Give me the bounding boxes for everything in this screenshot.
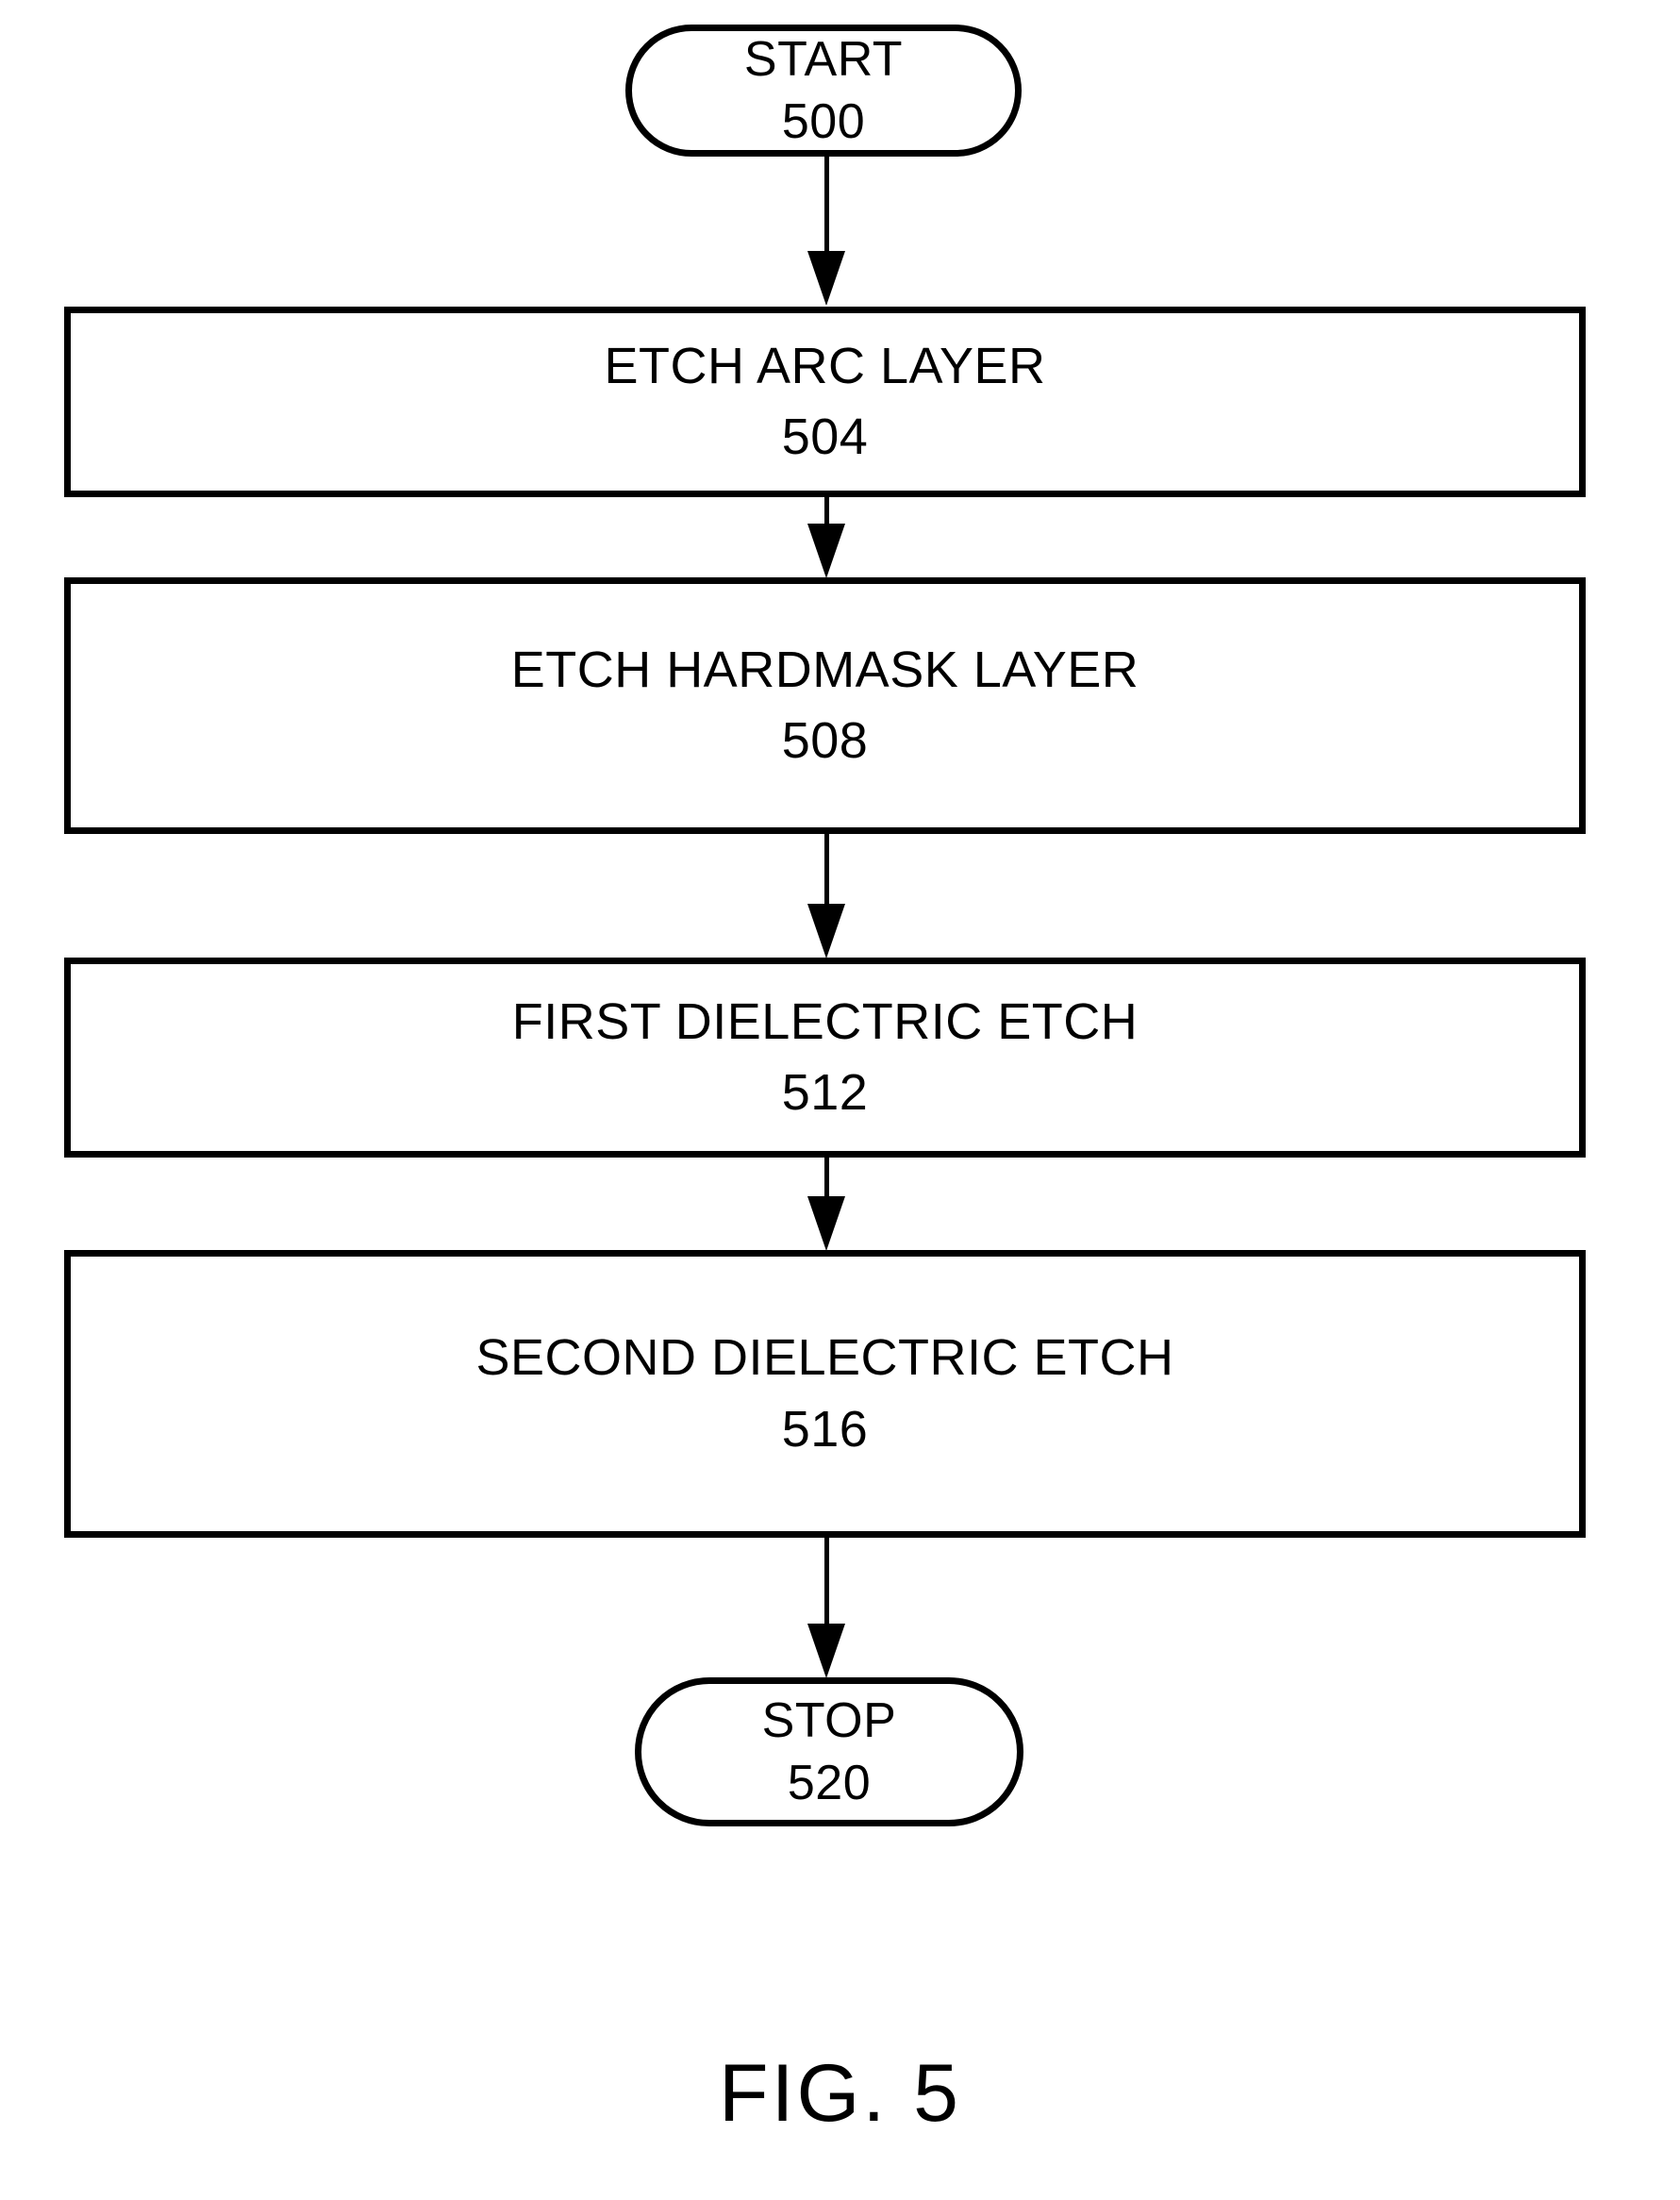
connector-etch-arc-layer-to-etch-hardmask-layer	[807, 497, 845, 578]
connector-start-to-etch-arc-layer	[807, 157, 845, 308]
node-504-reference-number: 504	[781, 408, 869, 465]
node-512-label: FIRST DIELECTRIC ETCH	[511, 992, 1139, 1050]
arrow-head-icon	[807, 524, 845, 578]
arrow-shaft	[824, 1538, 829, 1625]
arrow-head-icon	[807, 251, 845, 306]
arrow-head-icon	[807, 1196, 845, 1251]
arrow-shaft	[824, 157, 829, 253]
node-504-label: ETCH ARC LAYER	[604, 337, 1046, 394]
node-516-reference-number: 516	[781, 1400, 869, 1458]
arrow-shaft	[824, 497, 829, 542]
flowchart-node-first-dielectric-etch: FIRST DIELECTRIC ETCH 512	[64, 958, 1586, 1158]
node-stop-reference-number: 520	[787, 1756, 872, 1810]
node-512-reference-number: 512	[781, 1064, 869, 1121]
node-508-reference-number: 508	[781, 712, 869, 769]
connector-etch-hardmask-layer-to-first-dielectric-etch	[807, 834, 845, 958]
arrow-shaft	[824, 834, 829, 906]
flowchart-node-stop: STOP 520	[635, 1677, 1023, 1826]
node-start-reference-number: 500	[781, 94, 866, 149]
connector-second-dielectric-etch-to-stop	[807, 1538, 845, 1678]
node-stop-label: STOP	[761, 1692, 897, 1748]
arrow-head-icon	[807, 1624, 845, 1678]
node-start-label: START	[743, 31, 904, 87]
figure-caption: FIG. 5	[719, 2048, 961, 2139]
arrow-head-icon	[807, 904, 845, 958]
node-516-label: SECOND DIELECTRIC ETCH	[475, 1329, 1174, 1387]
arrow-shaft	[824, 1158, 829, 1201]
flowchart-node-second-dielectric-etch: SECOND DIELECTRIC ETCH 516	[64, 1250, 1586, 1538]
flowchart-node-start: START 500	[625, 25, 1022, 157]
connector-first-dielectric-etch-to-second-dielectric-etch	[807, 1158, 845, 1251]
flowchart-node-etch-hardmask-layer: ETCH HARDMASK LAYER 508	[64, 577, 1586, 834]
node-508-label: ETCH HARDMASK LAYER	[510, 641, 1139, 698]
flowchart-node-etch-arc-layer: ETCH ARC LAYER 504	[64, 307, 1586, 497]
